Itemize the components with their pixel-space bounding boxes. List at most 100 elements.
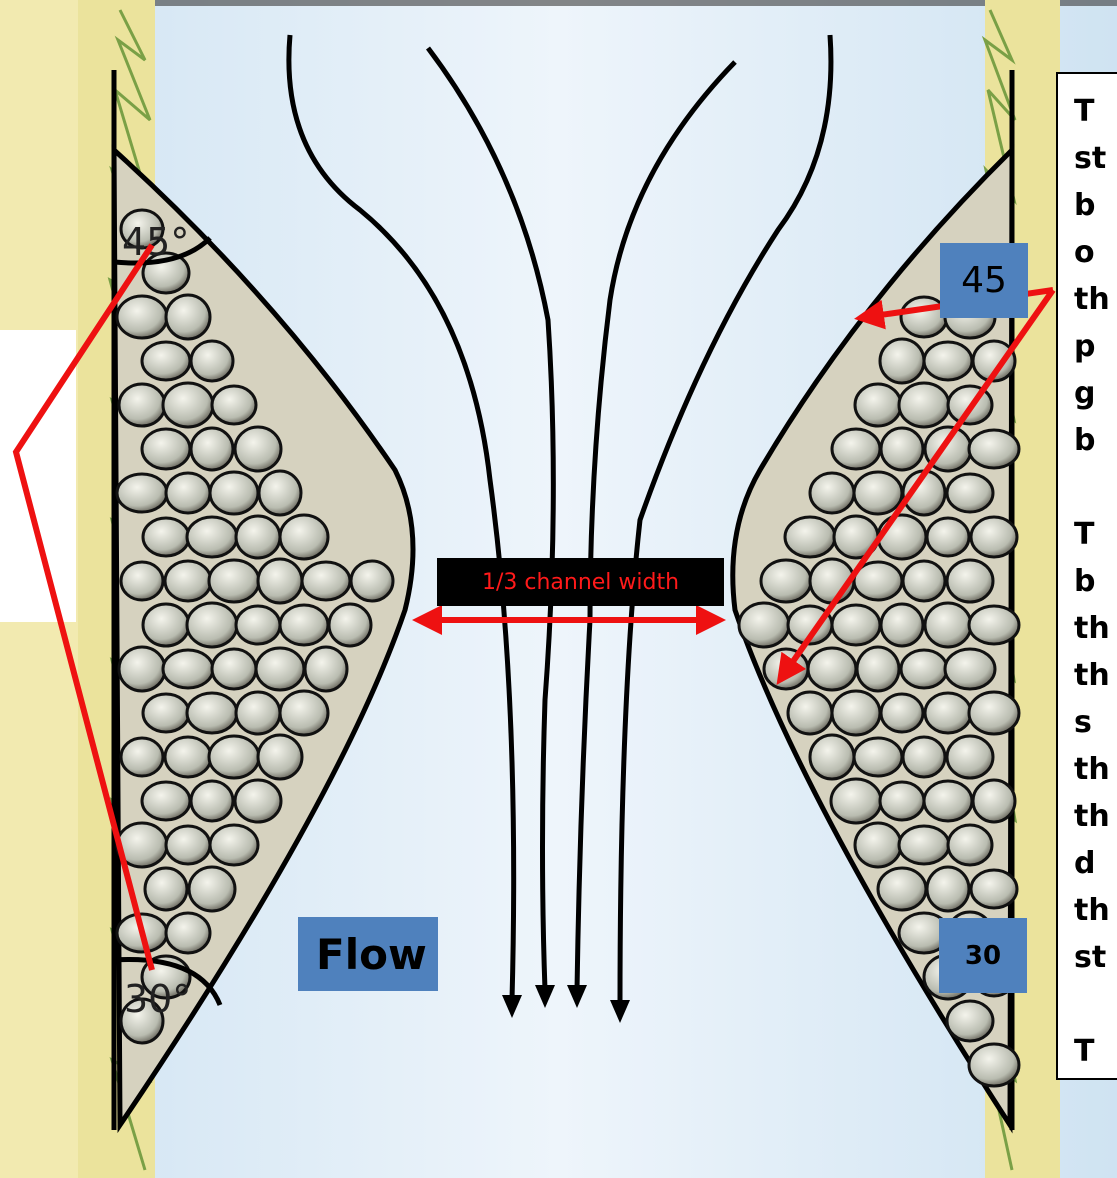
boulder <box>209 560 259 602</box>
boulder <box>761 560 811 602</box>
boulder <box>880 782 924 820</box>
boulder <box>236 516 280 558</box>
boulder <box>236 606 280 644</box>
boulder <box>901 650 947 688</box>
notes-paragraph-1: T st b o th p g b <box>1074 88 1117 464</box>
boulder <box>187 603 237 647</box>
boulder <box>881 694 923 732</box>
note-line: th <box>1074 276 1117 323</box>
boulder <box>854 738 902 776</box>
boulder <box>165 561 211 601</box>
boulder <box>831 779 881 823</box>
note-line: th <box>1074 746 1117 793</box>
flow-label: Flow <box>298 917 438 991</box>
boulder <box>142 342 190 380</box>
boulder <box>947 560 993 602</box>
boulder <box>119 384 165 426</box>
boulder <box>212 386 256 424</box>
note-line: st <box>1074 135 1117 182</box>
boulder <box>854 472 902 514</box>
boulder <box>948 825 992 865</box>
boulder <box>832 429 880 469</box>
boulder <box>119 647 165 691</box>
boulder <box>210 472 258 514</box>
boulder <box>925 693 971 733</box>
boulder <box>971 517 1017 557</box>
angle-30-label: 30 <box>939 918 1027 993</box>
boulder <box>878 515 926 559</box>
boulder <box>209 736 259 778</box>
boulder <box>855 384 901 426</box>
boulder <box>924 342 972 380</box>
note-line: b <box>1074 182 1117 229</box>
boulder <box>212 649 256 689</box>
boulder <box>191 341 233 381</box>
boulder <box>927 518 969 556</box>
boulder <box>191 428 233 470</box>
note-line: p <box>1074 323 1117 370</box>
note-line: d <box>1074 1075 1117 1080</box>
note-line: s <box>1074 699 1117 746</box>
boulder <box>259 471 301 515</box>
boulder <box>187 693 237 733</box>
boulder <box>191 781 233 821</box>
boulder <box>121 738 163 776</box>
boulder <box>258 559 302 603</box>
boulder <box>302 562 350 600</box>
boulder <box>739 603 789 647</box>
boulder <box>166 913 210 953</box>
boulder <box>947 474 993 512</box>
boulder <box>857 647 899 691</box>
boulder <box>305 647 347 691</box>
boulder <box>878 868 926 910</box>
boulder <box>899 826 949 864</box>
boulder <box>329 604 371 646</box>
boulder <box>899 383 949 427</box>
boulder <box>903 561 945 601</box>
boulder <box>810 473 854 513</box>
boulder <box>280 605 328 645</box>
notes-paragraph-3: T d h w <box>1074 1028 1117 1080</box>
boulder <box>947 736 993 778</box>
boulder <box>187 517 237 557</box>
boulder <box>969 1044 1019 1086</box>
boulder <box>165 737 211 777</box>
boulder <box>832 691 880 735</box>
boulder <box>143 518 189 556</box>
note-line: th <box>1074 605 1117 652</box>
boulder <box>810 735 854 779</box>
boulder <box>166 826 210 864</box>
boulder <box>117 296 167 338</box>
boulder <box>280 515 328 559</box>
boulder <box>351 561 393 601</box>
angle-45-label: 45 <box>940 243 1028 318</box>
boulder <box>881 428 923 470</box>
boulder <box>881 604 923 646</box>
boulder <box>808 648 856 690</box>
notes-paragraph-2: T b th th s th th d th st <box>1074 511 1117 981</box>
boulder <box>785 517 835 557</box>
note-line: st <box>1074 934 1117 981</box>
boulder <box>973 780 1015 822</box>
boulder <box>925 603 971 647</box>
note-line: th <box>1074 793 1117 840</box>
note-line: T <box>1074 1028 1117 1075</box>
boulder <box>142 782 190 820</box>
boulder <box>903 737 945 777</box>
boulder <box>945 649 995 689</box>
sketch-angle-45: 45° <box>122 220 189 264</box>
note-line: T <box>1074 511 1117 558</box>
note-line: d <box>1074 840 1117 887</box>
channel-width-label: 1/3 channel width <box>437 558 724 606</box>
note-line: T <box>1074 88 1117 135</box>
boulder <box>947 1001 993 1041</box>
boulder <box>210 825 258 865</box>
boulder <box>163 650 213 688</box>
boulder <box>880 339 924 383</box>
boulder <box>258 735 302 779</box>
boulder <box>927 867 969 911</box>
boulder <box>142 429 190 469</box>
boulder <box>971 870 1017 908</box>
note-line: o <box>1074 229 1117 276</box>
notes-panel: T st b o th p g b T b th th s th th d th… <box>1056 72 1117 1080</box>
